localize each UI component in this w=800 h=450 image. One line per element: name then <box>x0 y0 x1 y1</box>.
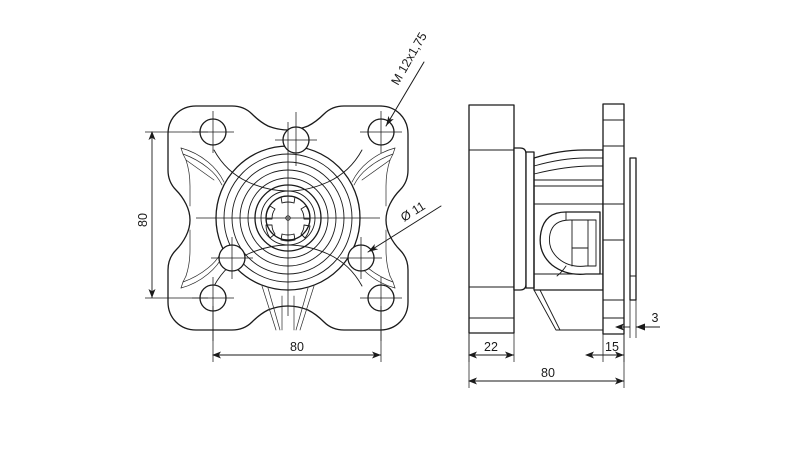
front-centerlines <box>196 122 380 316</box>
front-height-value: 80 <box>136 213 150 227</box>
bolt-hole-mid-right <box>340 237 382 279</box>
side-flange-plate <box>602 103 625 335</box>
front-view: M 12x1,75 Ø 11 80 80 <box>136 30 442 362</box>
front-width-dimension: 80 <box>212 306 382 362</box>
front-bottom-rib <box>261 285 315 331</box>
bolt-hole-top-center <box>275 112 317 166</box>
side-flange-depth-dimension: 15 <box>585 334 625 362</box>
side-hub-depth-dimension: 22 <box>468 333 515 362</box>
thread-callout-text: M 12x1,75 <box>388 30 429 88</box>
side-total-length-value: 80 <box>541 366 555 380</box>
plate-thickness-arrow <box>636 323 645 331</box>
side-flange-depth-value: 15 <box>605 340 619 354</box>
side-body <box>513 147 604 331</box>
side-hub-block <box>468 104 515 334</box>
side-hub-depth-value: 22 <box>484 340 498 354</box>
side-slot-feature <box>539 211 601 277</box>
bolt-hole-top-left <box>192 111 234 153</box>
side-view: 22 15 3 80 <box>468 103 660 388</box>
side-gasket-plate <box>629 157 637 301</box>
bolt-hole-mid-left <box>211 237 253 279</box>
front-width-value: 80 <box>290 340 304 354</box>
hole-diameter-text: Ø 11 <box>398 199 428 225</box>
front-height-dimension: 80 <box>136 131 208 299</box>
front-rib-upper-right <box>351 147 396 207</box>
front-rib-upper-left <box>180 147 225 207</box>
side-total-length-dimension: 80 <box>468 333 625 388</box>
side-plate-thickness-value: 3 <box>652 311 659 325</box>
side-plate-thickness-dimension: 3 <box>615 300 660 338</box>
